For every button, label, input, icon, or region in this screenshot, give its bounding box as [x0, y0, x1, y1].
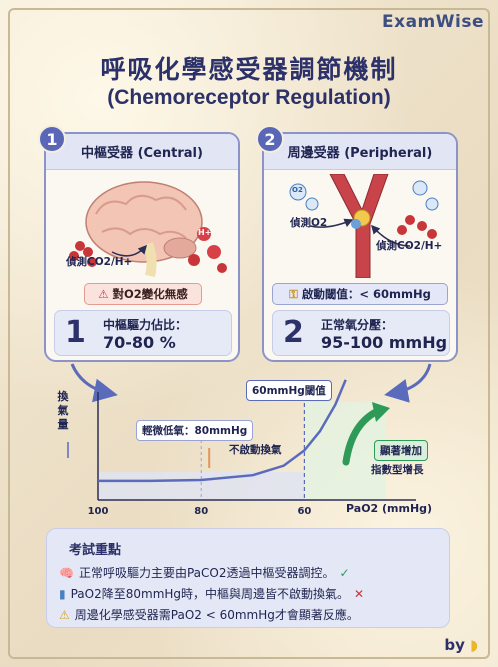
warning-icon: ⚠ — [59, 607, 70, 622]
sharp-increase-label: 顯著增加 — [374, 440, 428, 461]
exam-item-1: 🧠 正常呼吸驅力主要由PaCO2透過中樞受器調控。 ✓ — [59, 564, 350, 581]
chart-svg: 100 80 60 — [67, 379, 416, 517]
page-title: 呼吸化學感受器調節機制 — [100, 55, 398, 84]
central-stat-value: 70-80 % — [103, 333, 176, 352]
brain-illustration — [69, 181, 227, 278]
central-stat-number: 1 — [65, 315, 86, 350]
exam-item-3: ⚠ 周邊化學感受器需PaO2 < 60mmHg才會顯著反應。 — [59, 606, 359, 623]
brand-logo: ExamWise — [382, 12, 484, 32]
mild-hypoxia-label: 輕微低氧：80mmHg — [136, 420, 254, 441]
exam-key-points: 考試重點 🧠 正常呼吸驅力主要由PaCO2透過中樞受器調控。 ✓ ▮ PaO2降… — [46, 528, 450, 628]
byline-text: by — [444, 636, 465, 654]
peripheral-receptor-card: 周邊受器 (Peripheral) 2 偵測O2 偵測CO2/H+ O2 ⚿ 啟… — [256, 125, 458, 362]
peripheral-threshold-text: 啟動閾值：< 60mmHg — [301, 287, 431, 301]
page-subtitle: (Chemoreceptor Regulation) — [107, 86, 391, 109]
central-stat-label: 中樞驅力佔比： — [103, 318, 188, 332]
exam-item-3-text: 周邊化學感受器需PaO2 < 60mmHg才會顯著反應。 — [74, 608, 359, 622]
h-ion-icon — [197, 227, 211, 241]
carotid-illustration — [289, 174, 439, 278]
brain-icon: 🧠 — [59, 565, 74, 580]
exam-item-1-text: 正常呼吸驅力主要由PaCO2透過中樞受器調控。 — [78, 566, 335, 580]
central-warning-badge: ⚠ 對O2變化無感 — [84, 283, 202, 305]
x-tick-80: 80 — [194, 506, 208, 517]
peripheral-number-badge: 2 — [256, 125, 284, 153]
threshold-label: 60mmHg閾值 — [246, 380, 332, 401]
peripheral-stat-box: 2 正常氧分壓： 95-100 mmHg — [272, 310, 450, 356]
exponential-growth-label: 指數型增長 — [371, 464, 424, 476]
peripheral-o2-label: 偵測O2 — [290, 217, 328, 229]
rise-arrow-head — [372, 402, 390, 422]
exam-title: 考試重點 — [69, 543, 122, 558]
central-receptor-card: 中樞受器 (Central) 1 偵測CO2/H+ H+ ⚠ 對O2變化無感 1… — [38, 125, 240, 362]
central-card-header: 中樞受器 (Central) — [46, 134, 238, 170]
central-stat-box: 1 中樞驅力佔比： 70-80 % — [54, 310, 232, 356]
central-detect-label: 偵測CO2/H+ — [66, 256, 133, 268]
no-trigger-label: 不啟動換氣 — [229, 444, 282, 456]
exam-item-2: ▮ PaO2降至80mmHg時，中樞與周邊皆不啟動換氣。 ✕ — [59, 585, 364, 602]
o2-bubble-label: O2 — [292, 186, 303, 194]
o2-bubble-icon — [289, 183, 307, 201]
cross-icon: ✕ — [354, 586, 365, 601]
h-ion-label: H+ — [198, 228, 212, 237]
ventilation-chart: 100 80 60 換氣量 PaO2 (mmHg) 60mmHg閾值 輕微低氧：80… — [46, 372, 466, 522]
warning-triangle-icon: ⚠ — [98, 287, 109, 301]
peripheral-threshold-badge: ⚿ 啟動閾值：< 60mmHg — [272, 283, 448, 305]
peripheral-stat-label: 正常氧分壓： — [321, 318, 394, 332]
x-axis-label: PaO2 (mmHg) — [346, 502, 433, 515]
page-frame — [8, 8, 490, 659]
central-warning-text: 對O2變化無感 — [112, 287, 188, 301]
exam-item-2-text: PaO2降至80mmHg時，中樞與周邊皆不啟動換氣。 — [70, 587, 350, 601]
peripheral-co2-label: 偵測CO2/H+ — [376, 240, 443, 252]
check-icon: ✓ — [339, 565, 350, 580]
y-axis-label: 換氣量 — [57, 390, 69, 431]
peripheral-card-header: 周邊受器 (Peripheral) — [264, 134, 456, 170]
peripheral-stat-number: 2 — [283, 315, 304, 350]
x-tick-60: 60 — [297, 506, 311, 517]
ventilation-curve — [98, 379, 347, 483]
peripheral-stat-value: 95-100 mmHg — [321, 333, 448, 352]
central-number-badge: 1 — [38, 125, 66, 153]
x-tick-100: 100 — [88, 506, 109, 517]
byline: by ◗ — [444, 636, 478, 654]
oxygen-tank-icon: ▮ — [59, 586, 66, 601]
key-icon: ⚿ — [289, 286, 298, 301]
banana-icon: ◗ — [470, 636, 478, 654]
